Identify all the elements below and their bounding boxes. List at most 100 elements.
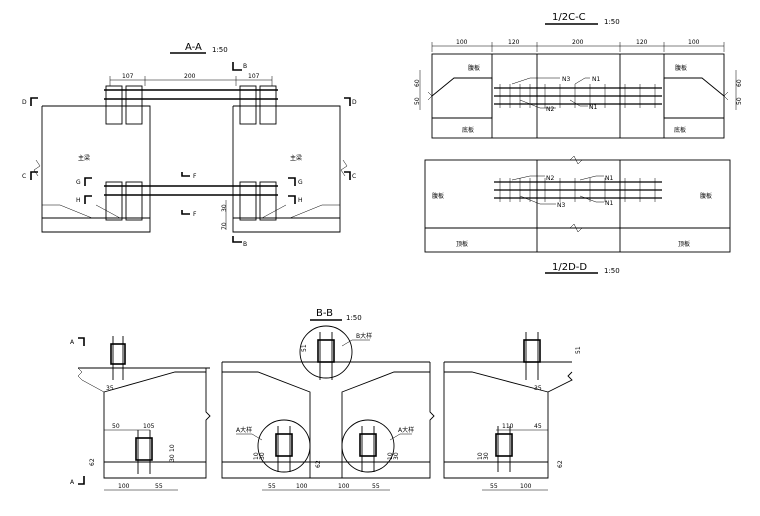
view-c-c-title: 1/2C-C	[552, 12, 586, 23]
dim-bb-35-right: 35	[534, 385, 542, 392]
label-cc-bottom-right: 底板	[674, 126, 686, 134]
dim-bb-62-mid: 62	[315, 460, 322, 468]
dim-cc-50-left: 50	[414, 97, 421, 105]
dim-30: 30	[221, 204, 228, 212]
plate-top-left-2	[125, 85, 143, 125]
dim-cc-60-right: 60	[736, 79, 743, 87]
dim-cc-60-left: 60	[414, 79, 421, 87]
view-b-b: B-B 1:50 A A 35 50 105 62 30 10 100 55	[70, 308, 582, 491]
bb-plate-left-bottom	[135, 437, 153, 461]
plate-bottom-left-2	[125, 181, 143, 221]
mark-b-top: B	[243, 63, 247, 70]
dim-bb-105: 105	[143, 423, 155, 430]
dim-bb-110: 110	[502, 423, 514, 430]
rebar-label-n2-cc: N2	[546, 106, 554, 113]
dim-cc-50-right: 50	[736, 97, 743, 105]
rebar-label-n3-cc: N3	[562, 76, 570, 83]
dim-cc-200: 200	[572, 39, 584, 46]
label-main-beam-left: 主梁	[78, 154, 90, 162]
left-beam-outline	[41, 105, 151, 233]
mark-g-right: G	[298, 179, 303, 186]
mark-g-left: G	[76, 179, 81, 186]
dim-bb-30-left: 30	[169, 454, 176, 462]
view-a-a-title: A-A	[185, 42, 202, 53]
bb-plate-mid-right	[359, 433, 377, 457]
dim-70: 70	[221, 222, 228, 230]
view-d-d-scale: 1:50	[604, 267, 620, 275]
mark-c-left: C	[22, 173, 26, 180]
callout-detail-b: B大样	[356, 332, 372, 340]
dim-bb-62-right: 62	[557, 460, 564, 468]
view-b-b-title: B-B	[316, 308, 333, 319]
dim-cc-120-left: 120	[508, 39, 520, 46]
callout-detail-a-left: A大样	[236, 426, 252, 434]
view-c-c-scale: 1:50	[604, 18, 620, 26]
dim-bb-51-mid: 51	[301, 344, 308, 352]
view-c-c: 1/2C-C 1:50 100 120 200 120 100	[414, 12, 743, 139]
bb-plate-right-top	[523, 339, 541, 363]
dim-bb-100-left: 100	[118, 483, 130, 490]
rebar-label-n3-dd: N3	[557, 202, 565, 209]
dim-bb-50: 50	[112, 423, 120, 430]
dim-107-left: 107	[122, 73, 134, 80]
dim-bb-100-mid-1: 100	[296, 483, 308, 490]
label-cc-bottom-left: 底板	[462, 126, 474, 134]
rebar-label-n1-dd-bottom: N1	[605, 200, 613, 207]
dim-bb-35: 35	[106, 385, 114, 392]
dim-200: 200	[184, 73, 196, 80]
dim-bb-55-right: 55	[490, 483, 498, 490]
label-dd-web-right: 腹板	[700, 192, 712, 200]
rebar-label-n1-cc-bottom: N1	[589, 104, 597, 111]
dim-cc-100-left: 100	[456, 39, 468, 46]
view-b-b-scale: 1:50	[346, 314, 362, 322]
mark-a-bottom: A	[70, 479, 75, 486]
plate-bottom-right-1	[239, 181, 257, 221]
dim-bb-10-right: 10	[477, 452, 484, 460]
mark-c-right: C	[352, 173, 356, 180]
view-d-d: 腹板 腹板 顶板 顶板 N2 N1 N3 N1 1/2D-D 1:50	[424, 155, 731, 275]
label-cc-web-left: 腹板	[468, 64, 480, 72]
plate-top-left-1	[105, 85, 123, 125]
plate-top-right-2	[259, 85, 277, 125]
mark-d-left: D	[22, 99, 27, 106]
mark-a-top: A	[70, 339, 75, 346]
view-d-d-title: 1/2D-D	[552, 262, 587, 273]
detail-circle-a-left	[257, 419, 311, 473]
dim-bb-10-left: 10	[169, 444, 176, 452]
rebar-label-n1-dd-top: N1	[605, 175, 613, 182]
bb-plate-left-top	[110, 343, 126, 365]
mark-d-right: D	[352, 99, 357, 106]
mark-f-bottom: F	[193, 211, 197, 218]
view-a-a-scale: 1:50	[212, 46, 228, 54]
dim-cc-100-right: 100	[688, 39, 700, 46]
plate-top-right-1	[239, 85, 257, 125]
detail-circle-a-right	[341, 419, 395, 473]
bb-plate-mid-left	[275, 433, 293, 457]
mark-f-top: F	[193, 173, 197, 180]
rebar-label-n2-dd: N2	[546, 175, 554, 182]
label-dd-top-left: 顶板	[456, 240, 468, 248]
dim-bb-30-mid-right: 30	[393, 452, 400, 460]
dim-bb-55-mid-1: 55	[268, 483, 276, 490]
dim-bb-10-mid: 10	[253, 452, 260, 460]
mark-b-bottom: B	[243, 241, 247, 248]
dim-bb-100-mid-2: 100	[338, 483, 350, 490]
dim-bb-55-mid-2: 55	[372, 483, 380, 490]
label-main-beam-right: 主梁	[290, 154, 302, 162]
plate-bottom-right-2	[259, 181, 277, 221]
plate-bottom-left-1	[105, 181, 123, 221]
dim-bb-51-right: 51	[575, 346, 582, 354]
dim-bb-45: 45	[534, 423, 542, 430]
dim-bb-55-left: 55	[155, 483, 163, 490]
detail-circle-b	[299, 325, 353, 379]
dim-bb-100-right: 100	[520, 483, 532, 490]
label-dd-top-right: 顶板	[678, 240, 690, 248]
dim-bb-30-mid: 30	[259, 452, 266, 460]
label-cc-web-right: 腹板	[675, 64, 687, 72]
dd-outline	[424, 159, 731, 253]
bb-plate-right-bottom	[495, 433, 513, 457]
dim-bb-62-left: 62	[89, 458, 96, 466]
dim-bb-30-right: 30	[483, 452, 490, 460]
dim-cc-120-right: 120	[636, 39, 648, 46]
